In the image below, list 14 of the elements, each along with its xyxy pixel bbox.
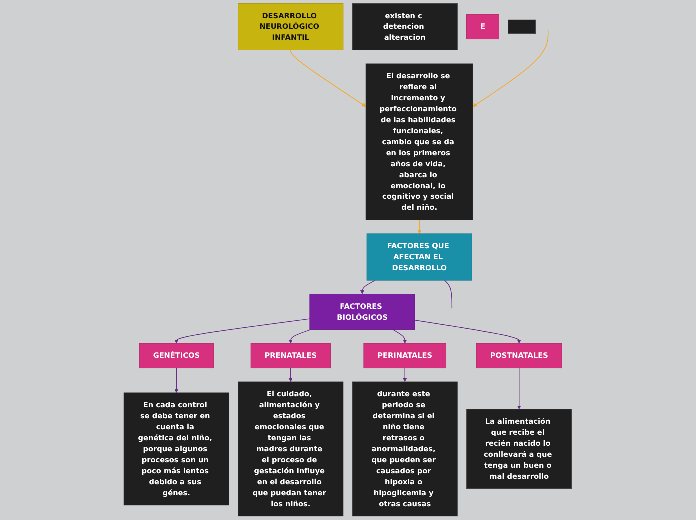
arrow [360, 280, 376, 294]
connector [444, 280, 453, 310]
arrow [288, 368, 293, 382]
arrow [174, 368, 179, 394]
arrow [392, 330, 408, 344]
arrow [403, 368, 408, 382]
arrow [288, 330, 312, 344]
arrow [174, 318, 310, 344]
arrow [414, 320, 522, 344]
arrow [418, 220, 422, 234]
arrow [290, 50, 366, 107]
node-box [508, 20, 536, 34]
arrow [472, 30, 549, 107]
arrow [517, 368, 522, 410]
